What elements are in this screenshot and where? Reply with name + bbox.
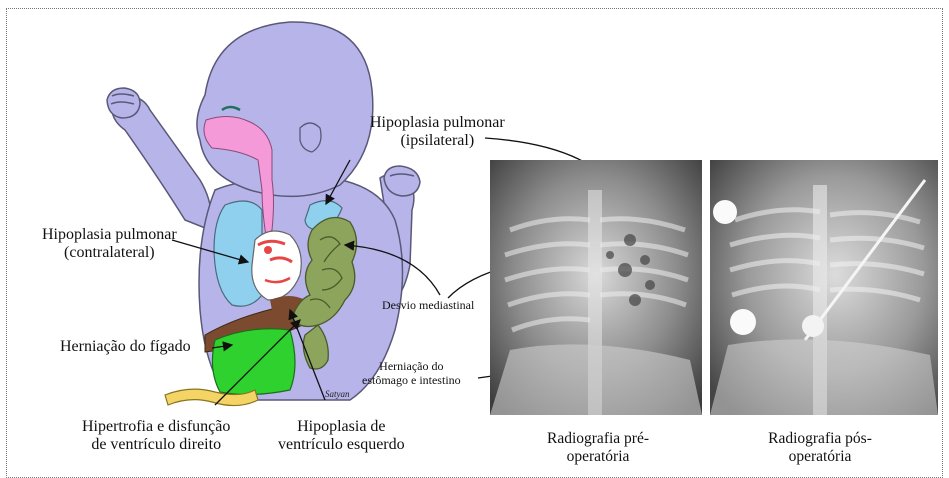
caption-pos-operatoria: Radiografia pós- operatória (760, 430, 880, 466)
label-hipoplasia-contralateral: Hipoplasia pulmonar (contralateral) (42, 226, 177, 263)
label-hipoplasia-ve: Hipoplasia de ventrículo esquerdo (278, 418, 405, 455)
xray-pre-operatoria (490, 160, 702, 415)
label-herniacao-estomago: Herniação do estômago e intestino (362, 360, 461, 388)
caption-pos-line2: operatória (760, 448, 880, 466)
ear (300, 123, 321, 152)
caption-pre-operatoria: Radiografia pré- operatória (538, 430, 658, 466)
xray-pos-image (710, 160, 938, 415)
xray-pre-image (490, 160, 702, 415)
label-herniacao-estomago-line2: estômago e intestino (362, 374, 461, 388)
label-hipoplasia-ve-line2: ventrículo esquerdo (278, 436, 405, 454)
label-hipoplasia-ipsilateral-line1: Hipoplasia pulmonar (370, 114, 505, 132)
xray-pos-operatoria (710, 160, 938, 415)
label-desvio-mediastinal: Desvio mediastinal (382, 299, 474, 313)
label-hipertrofia-vd-line2: de ventrículo direito (82, 436, 230, 454)
label-hipoplasia-ipsilateral-line2: (ipsilateral) (370, 132, 505, 150)
label-hipertrofia-vd: Hipertrofia e disfunção de ventrículo di… (82, 418, 230, 455)
label-hipoplasia-contralateral-line2: (contralateral) (42, 244, 177, 262)
label-hipoplasia-contralateral-line1: Hipoplasia pulmonar (42, 226, 177, 244)
figure-canvas: Satyan (0, 0, 949, 466)
label-herniacao-figado: Herniação do fígado (60, 338, 191, 356)
caption-pos-line1: Radiografia pós- (760, 430, 880, 448)
left-fist (107, 88, 140, 118)
stomach (212, 329, 295, 395)
signature-mark: Satyan (325, 389, 350, 399)
label-herniacao-estomago-line1: Herniação do (362, 360, 461, 374)
caption-pre-line2: operatória (538, 448, 658, 466)
caption-pre-line1: Radiografia pré- (538, 430, 658, 448)
label-hipertrofia-vd-line1: Hipertrofia e disfunção (82, 418, 230, 436)
label-hipoplasia-ve-line1: Hipoplasia de (278, 418, 405, 436)
label-hipoplasia-ipsilateral: Hipoplasia pulmonar (ipsilateral) (370, 114, 505, 151)
